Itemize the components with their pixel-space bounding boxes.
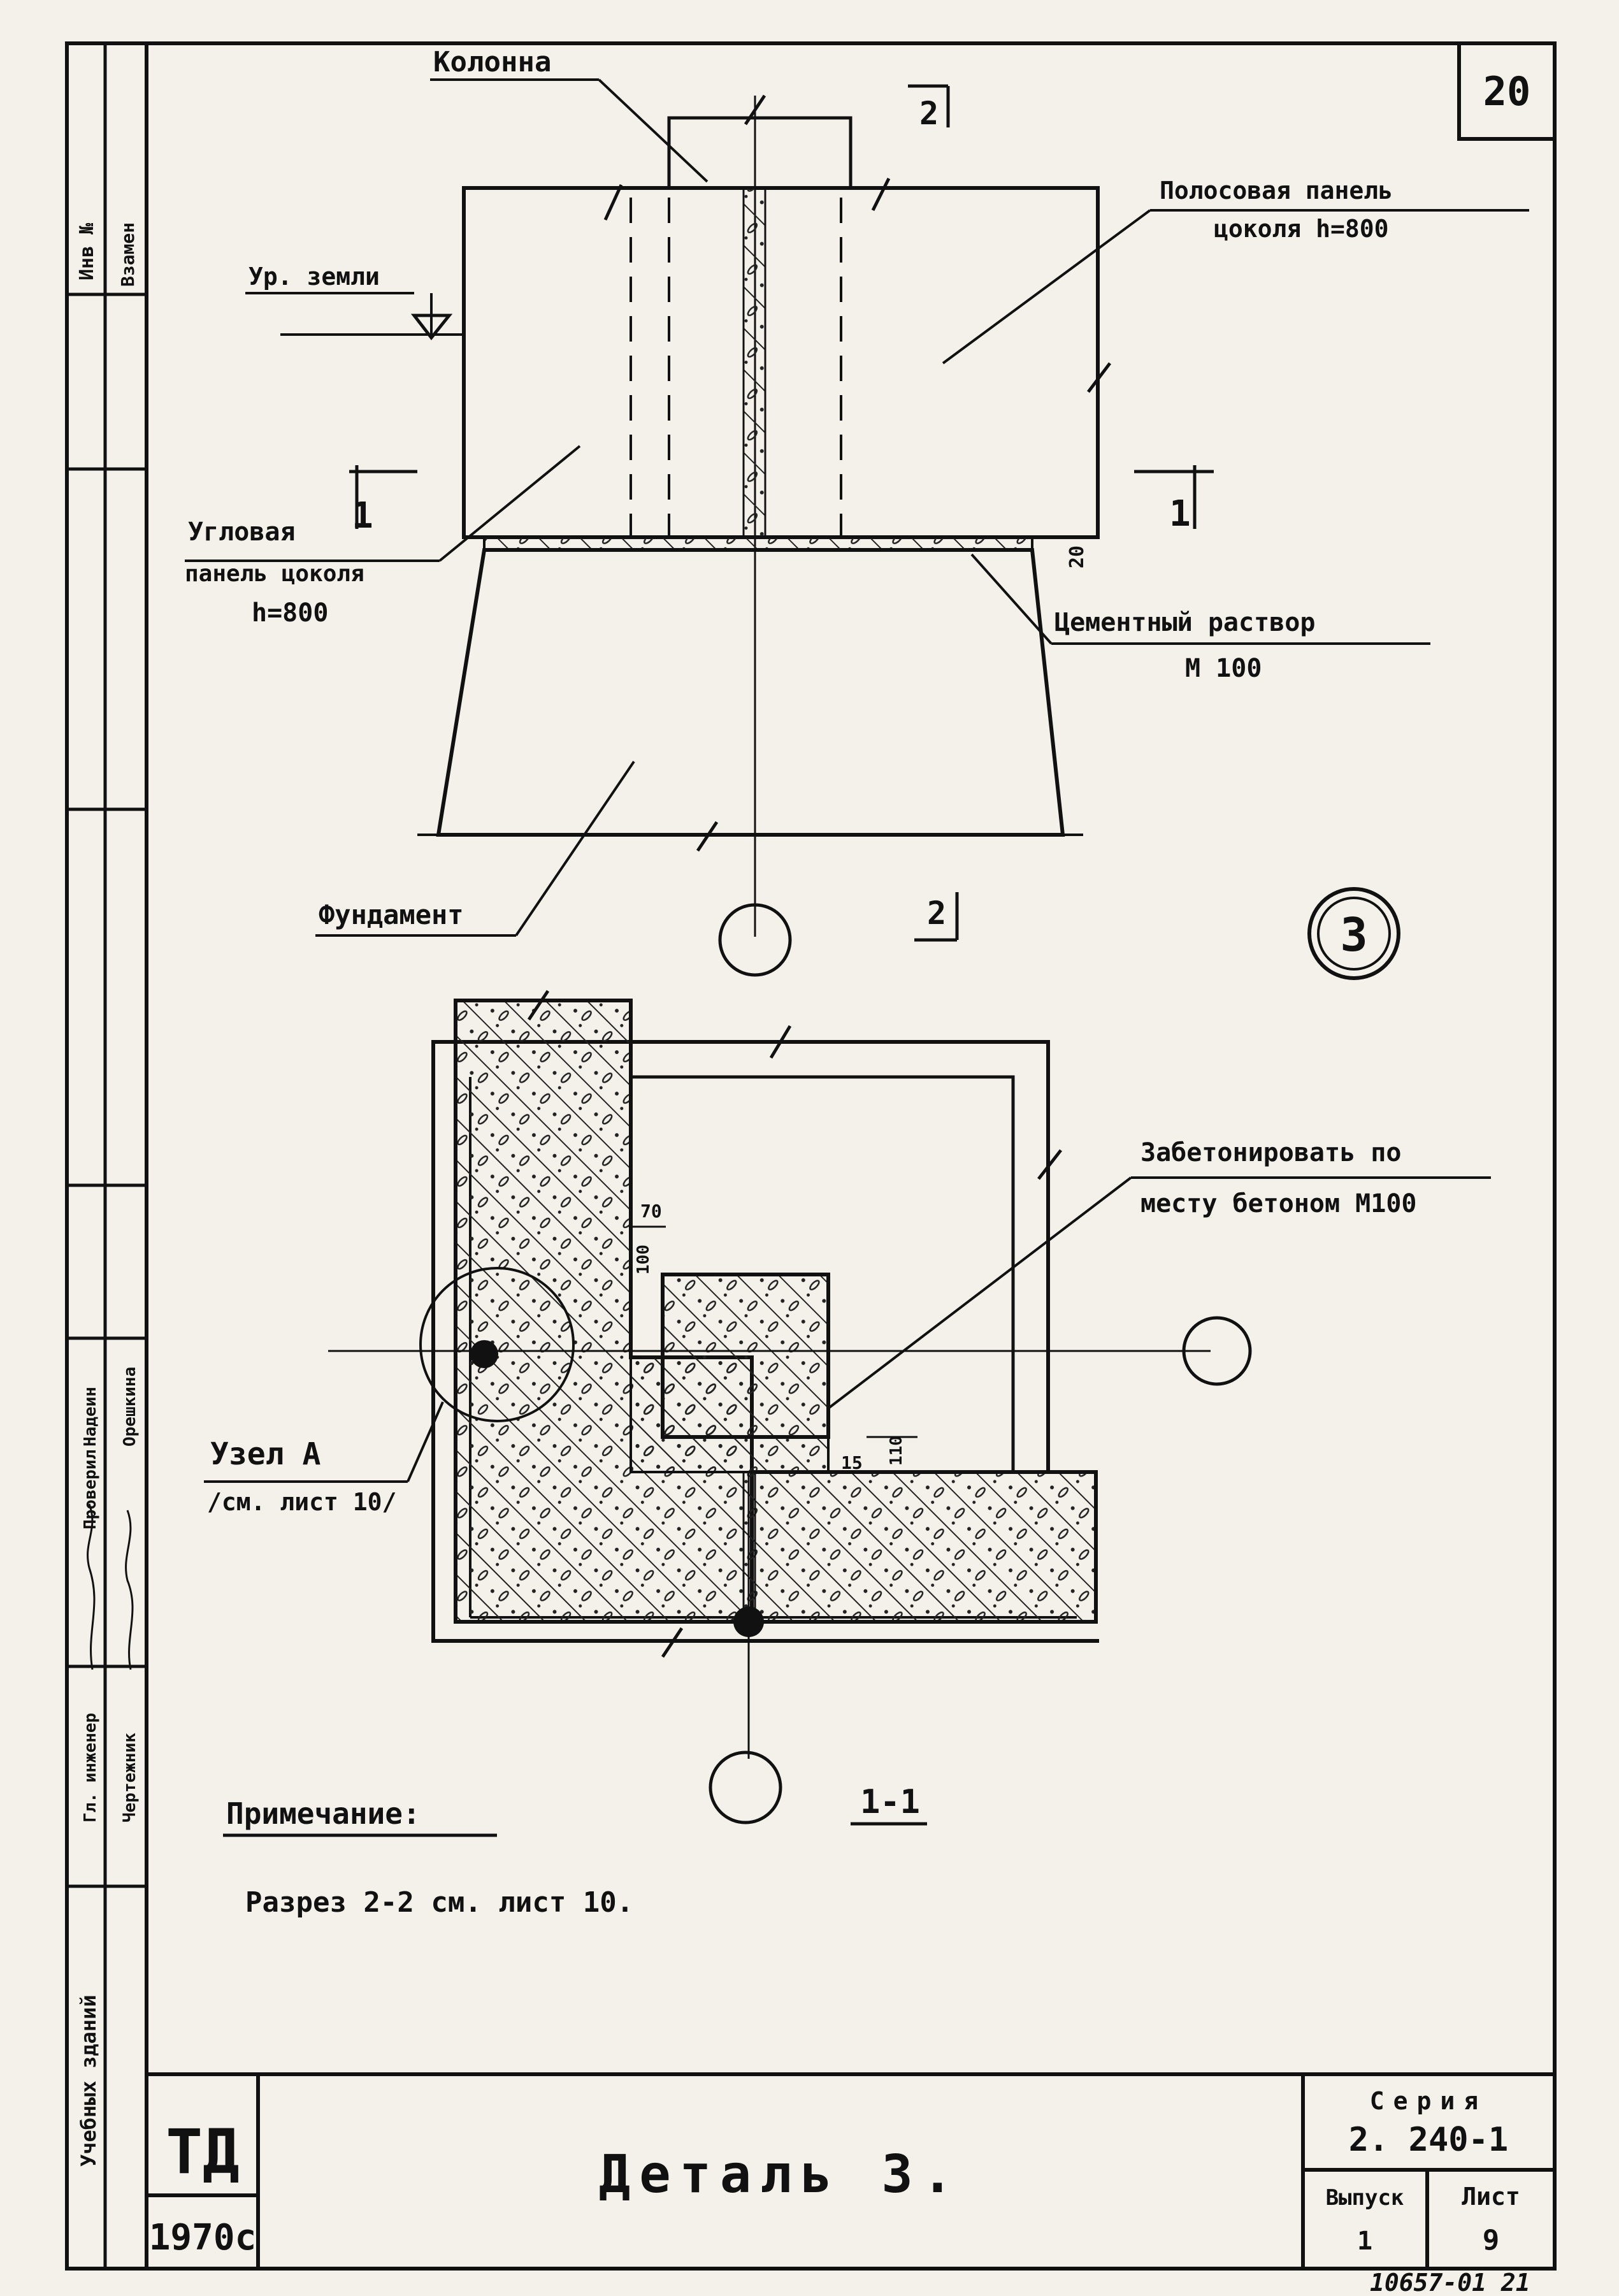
concrete-label-2: месту бетоном М100 — [1140, 1189, 1416, 1218]
mortar-dim-label: 20 — [1066, 545, 1088, 568]
break-mark-1 — [603, 184, 623, 221]
name-oreshkina: Орешкина — [120, 1367, 140, 1447]
strip-panel-label-2: цоколя h=800 — [1214, 215, 1389, 243]
issue-label: Выпуск — [1326, 2185, 1404, 2211]
status-label: Проверил — [81, 1450, 100, 1529]
foundation-leader-diag — [515, 760, 635, 937]
strip-panel-section — [750, 1470, 1098, 1624]
corner-panel-label-2: панель цоколя — [185, 561, 364, 587]
cut-2-top-label: 2 — [919, 95, 939, 132]
section-outer-frame — [431, 1040, 1099, 1643]
weld-node-bottom — [733, 1606, 764, 1637]
role-draftsman: Чертежник — [120, 1733, 140, 1823]
section-break-4 — [527, 990, 550, 1021]
section-break-3 — [661, 1627, 684, 1658]
cut-1-left-label: 1 — [352, 495, 373, 537]
outer-frame — [65, 41, 1557, 2271]
strip-panel-leader-diag — [942, 209, 1151, 365]
role-chief-engineer: Гл. инженер — [81, 1713, 100, 1823]
cut-2-bottom-label: 2 — [927, 895, 946, 932]
section-title: 1-1 — [860, 1783, 920, 1821]
cast-in-place-concrete — [661, 1273, 830, 1439]
signature-1 — [87, 1503, 96, 1670]
break-mark-2 — [871, 177, 891, 212]
weld-node-left — [470, 1340, 498, 1368]
panel-joint — [742, 187, 766, 538]
mortar-label-1: Цементный раствор — [1054, 608, 1315, 637]
corner-panel-label-1: Угловая — [188, 517, 296, 547]
foundation-shape — [436, 548, 1065, 837]
node-a-label-2: /см. лист 10/ — [207, 1488, 396, 1516]
corner-panel-label-3: h=800 — [252, 598, 328, 628]
break-mark-4 — [744, 94, 766, 126]
note-heading: Примечание: — [226, 1796, 421, 1831]
dim-15-label: 15 — [841, 1452, 863, 1473]
column-shape — [667, 116, 853, 190]
vzamen-label: Взамен — [117, 222, 138, 287]
name-nadein: Надеин — [81, 1387, 100, 1447]
node-a-leader-diag — [407, 1401, 444, 1482]
dim-110-label: 110 — [887, 1436, 906, 1466]
elevation-view: Колонна 2 Полосовая панель цоколя h=800 … — [185, 46, 1529, 980]
org-code: ТД — [166, 2116, 240, 2188]
issue-value: 1 — [1357, 2227, 1372, 2256]
break-mark-5 — [696, 821, 719, 852]
sheet-value: 9 — [1483, 2224, 1500, 2256]
section-break-2 — [1037, 1149, 1062, 1180]
note-text: Разрез 2-2 см. лист 10. — [245, 1886, 633, 1919]
concrete-leader-diag — [827, 1176, 1132, 1410]
title-block: ТД 1970с Деталь 3. Серия 2. 240-1 Выпуск… — [147, 2072, 1555, 2269]
concrete-label-1: Забетонировать по — [1140, 1138, 1401, 1167]
detail-marker-number: 3 — [1340, 908, 1367, 962]
axis-bubble-right — [1182, 1316, 1252, 1386]
plinth-panels — [462, 186, 1100, 539]
sheet-title: Деталь 3. — [599, 2144, 962, 2205]
column-label: Колонна — [433, 46, 551, 78]
sheet-label: Лист — [1462, 2183, 1520, 2211]
section-inner-frame — [631, 1075, 1015, 1472]
foundation-label: Фундамент — [319, 899, 464, 930]
section-view: 70 100 15 110 Забетонировать по месту бе… — [204, 990, 1491, 1826]
signature-2 — [125, 1510, 134, 1670]
strip-panel-label-1: Полосовая панель — [1160, 177, 1393, 205]
year: 1970с — [149, 2217, 257, 2258]
series-label: Серия — [1370, 2087, 1487, 2115]
sheet-number-box — [1457, 41, 1557, 141]
column-leader-diag — [598, 78, 709, 183]
break-mark-3 — [1087, 362, 1111, 393]
mortar-leader-diag — [970, 553, 1053, 645]
node-a-label-1: Узел А — [210, 1436, 320, 1472]
footer-stamp: 10657-01 21 — [1370, 2269, 1530, 2296]
org-strip-label: Учебных зданий — [76, 1995, 101, 2167]
joint-fill — [630, 1356, 830, 1473]
axis-bubble-bottom — [709, 1751, 782, 1824]
series-value: 2. 240-1 — [1349, 2121, 1508, 2159]
detail-marker-inner — [1317, 897, 1391, 971]
inv-label: Инв № — [76, 222, 98, 280]
sheet-number: 20 — [1483, 68, 1531, 115]
dim-100-label: 100 — [634, 1245, 653, 1274]
dim-70-label: 70 — [640, 1201, 662, 1222]
section-break-1 — [769, 1025, 792, 1059]
ground-level-label: Ур. земли — [248, 263, 380, 291]
cut-1-right-label: 1 — [1169, 493, 1191, 535]
axis-bubble-top — [718, 903, 792, 977]
node-a-circle — [419, 1267, 575, 1422]
corner-panel-leader-diag — [438, 445, 581, 562]
mortar-label-2: М 100 — [1185, 654, 1262, 683]
detail-marker-outer — [1307, 887, 1400, 980]
